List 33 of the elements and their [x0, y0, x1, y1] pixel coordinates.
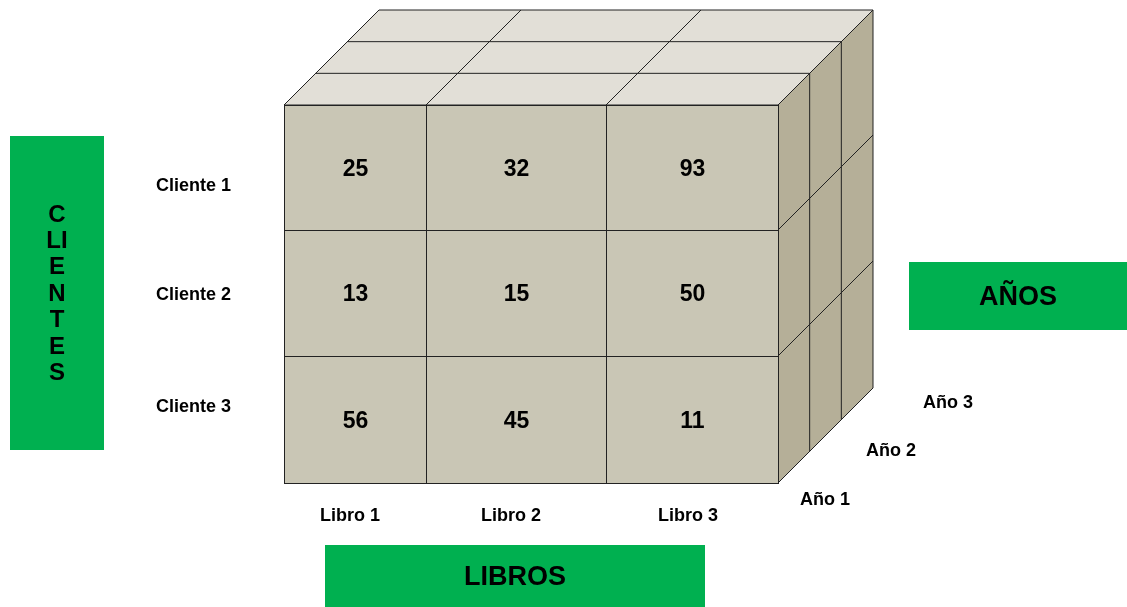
cube-cell [426, 230, 607, 357]
cube-cell [284, 230, 427, 357]
cube-cell [284, 356, 427, 484]
row-label: Cliente 3 [156, 396, 232, 417]
cube-cell [606, 230, 779, 357]
axis-band [909, 262, 1127, 330]
axis-title: AÑOS [979, 280, 1057, 312]
cell-value: 25 [342, 154, 369, 182]
cube-cell [606, 356, 779, 484]
row-label: Cliente 2 [156, 284, 232, 305]
axis-band [10, 136, 104, 450]
cell-value: 15 [503, 280, 530, 307]
column-label: Libro 3 [658, 505, 718, 526]
cube-cell [606, 105, 779, 231]
axis-title: LIBROS [464, 560, 566, 592]
cell-value: 13 [342, 280, 369, 307]
row-label: Cliente 1 [156, 175, 232, 196]
cube-cell [426, 105, 607, 231]
cube-cell [426, 356, 607, 484]
cell-value: 11 [680, 406, 705, 434]
cell-value: 56 [342, 406, 369, 434]
column-label: Libro 2 [481, 505, 541, 526]
cell-value: 50 [679, 280, 706, 307]
axis-band [325, 545, 705, 607]
cell-value: 45 [503, 406, 530, 434]
cell-value: 32 [503, 154, 530, 182]
column-label: Libro 1 [320, 505, 380, 526]
cell-value: 93 [679, 154, 706, 182]
depth-label: Año 3 [923, 392, 973, 413]
cube-cell [284, 105, 427, 231]
depth-label: Año 1 [800, 489, 850, 510]
depth-label: Año 2 [866, 440, 916, 461]
vertical-axis-title: CLIENTES [45, 200, 69, 386]
